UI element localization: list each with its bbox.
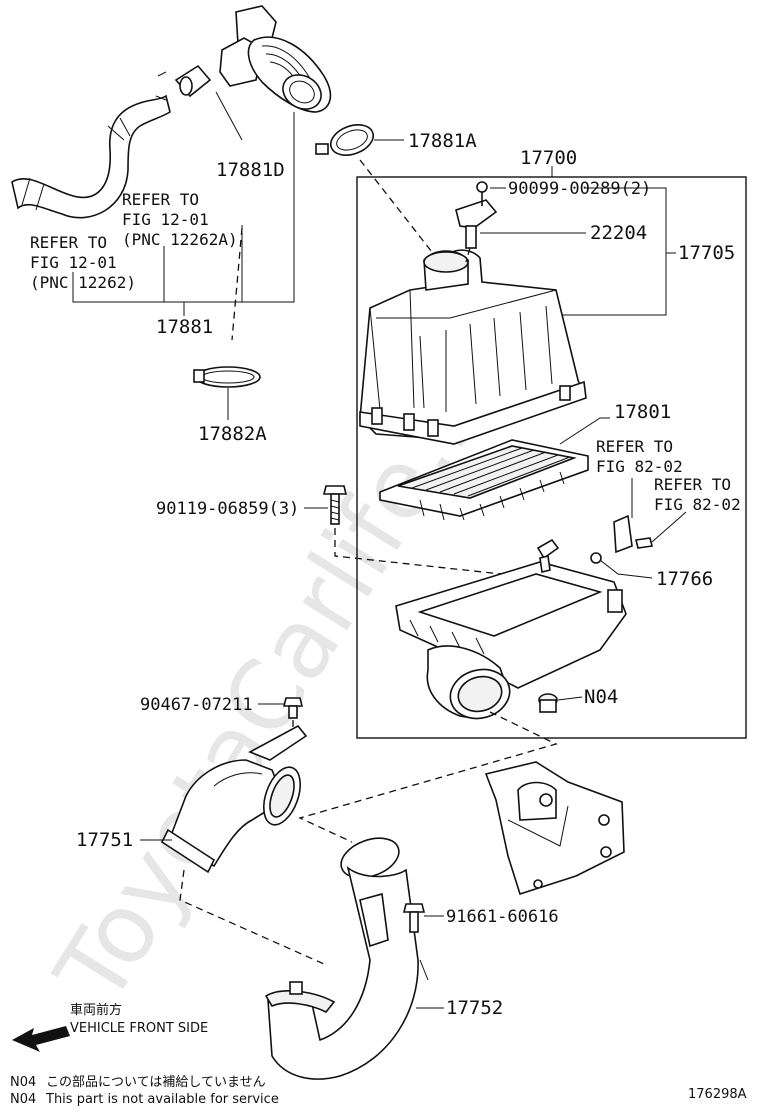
refer-fig-12-01-pnc-12262A[interactable]: REFER TO FIG 12-01 (PNC 12262A) xyxy=(122,190,238,249)
mount-bracket xyxy=(484,761,625,896)
direction-jp: 車両前方 xyxy=(70,1002,122,1018)
footnote-code-2: N04 xyxy=(10,1092,36,1107)
bolt-90467 xyxy=(282,697,304,719)
label-17881D: 17881D xyxy=(216,159,285,181)
label-90119-06859: 90119-06859(3) xyxy=(156,499,299,519)
label-17882A: 17882A xyxy=(198,423,267,445)
label-22204: 22204 xyxy=(590,222,647,244)
ref-d-line2: FIG 82-02 xyxy=(654,495,741,514)
air-cleaner-cap xyxy=(359,249,587,445)
refer-fig-82-02-a[interactable]: REFER TO FIG 82-02 xyxy=(596,437,683,476)
ref-a-line1: REFER TO xyxy=(122,190,199,209)
grommet-N04 xyxy=(538,693,558,713)
ref-a-line3: (PNC 12262A) xyxy=(122,230,238,249)
label-91661-60616: 91661-60616 xyxy=(446,907,559,927)
direction-en: VEHICLE FRONT SIDE xyxy=(70,1021,208,1036)
label-17881A: 17881A xyxy=(408,130,477,152)
label-17705: 17705 xyxy=(678,242,735,264)
ref-b-line2: FIG 12-01 xyxy=(30,253,117,272)
label-17766: 17766 xyxy=(656,568,713,590)
intake-boot xyxy=(219,5,332,113)
duct-17752 xyxy=(264,837,429,1080)
footnote-text-1: この部品については補給していません xyxy=(46,1075,266,1090)
bolt-91661 xyxy=(402,903,426,933)
label-17751: 17751 xyxy=(76,829,133,851)
ref-d-line1: REFER TO xyxy=(654,475,731,494)
refer-fig-12-01-pnc-12262[interactable]: REFER TO FIG 12-01 (PNC 12262) xyxy=(30,233,136,292)
ref-c-line2: FIG 82-02 xyxy=(596,457,683,476)
label-90099-00289: 90099-00289(2) xyxy=(508,179,651,199)
filter-17801 xyxy=(379,439,589,521)
ref-b-line3: (PNC 12262) xyxy=(30,273,136,292)
ref-c-line1: REFER TO xyxy=(596,437,673,456)
clamp-17882A xyxy=(193,366,261,388)
label-90467-07211: 90467-07211 xyxy=(140,695,253,715)
vehicle-front-arrow-icon xyxy=(12,1026,70,1052)
sensor-22204 xyxy=(455,181,498,249)
air-cleaner-case xyxy=(395,538,627,720)
hose-17881 xyxy=(11,64,212,219)
label-17752: 17752 xyxy=(446,997,503,1019)
label-17700: 17700 xyxy=(520,147,577,169)
label-17881: 17881 xyxy=(156,316,213,338)
refer-fig-82-02-b[interactable]: REFER TO FIG 82-02 xyxy=(654,475,741,514)
figure-id: 176298A xyxy=(688,1087,747,1102)
bolt-90119 xyxy=(322,485,348,525)
ref-a-line2: FIG 12-01 xyxy=(122,210,209,229)
duct-17751 xyxy=(160,724,308,874)
ref-b-line1: REFER TO xyxy=(30,233,107,252)
label-17801: 17801 xyxy=(614,401,671,423)
footnote-text-2: This part is not available for service xyxy=(45,1092,279,1107)
bracket-17766 xyxy=(590,514,653,564)
footnote-code-1: N04 xyxy=(10,1075,36,1090)
clamp-17881A xyxy=(315,124,375,156)
label-N04: N04 xyxy=(584,686,618,708)
